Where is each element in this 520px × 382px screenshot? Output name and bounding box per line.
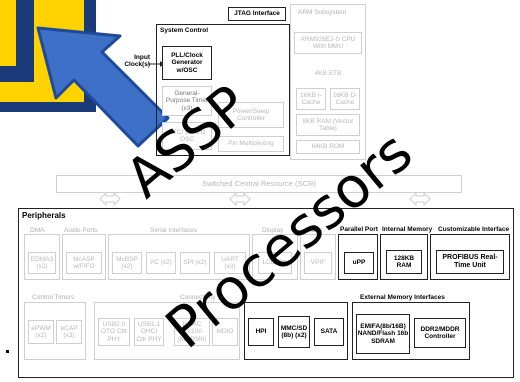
spi: SPI (x2) — [180, 252, 210, 274]
usb11-ohci: USB1.1 OHCI Ctlr PHY — [134, 318, 164, 346]
connectivity-group — [94, 302, 240, 360]
vpif: VPIF — [304, 252, 332, 274]
connectivity-label: Connectivity — [180, 294, 216, 301]
pin-multiplexing: Pin Multiplexing — [218, 136, 284, 152]
serial-group — [108, 234, 250, 280]
internal-memory-group — [380, 234, 428, 280]
customizable-group — [430, 234, 510, 280]
pll-clock-generator: PLL/Clock Generator w/OSC — [162, 46, 212, 80]
etb: 4KB ETB — [300, 66, 356, 82]
logo-navy-bar — [0, 66, 34, 82]
emac: EMAC 10/100 (MII/RMII) — [174, 318, 210, 346]
gp-timer: General-Purpose Timer (x3) — [162, 86, 212, 116]
display-label: Display — [262, 227, 284, 234]
upp: uPP — [344, 252, 374, 274]
external-memory-label: External Memory Interfaces — [360, 294, 445, 301]
parallel-port-label: Parallel Port — [340, 226, 378, 233]
mcbsp: McBSP (x2) — [112, 252, 142, 274]
icache: 16KB I-Cache — [296, 88, 326, 110]
hpi-mmc-sata-group — [244, 302, 348, 360]
display-group — [252, 234, 298, 280]
audio-ports-label: Audio Ports — [64, 227, 98, 234]
internal-memory-label: Internal Memory — [382, 226, 433, 233]
dcache: 16KB D-Cache — [330, 88, 360, 110]
uart: UART (x3) — [214, 252, 246, 274]
profibus: PROFIBUS Real-Time Unit — [436, 250, 504, 274]
i2c: I²C (x2) — [146, 252, 176, 274]
arm-subsystem-label: ARM Subsystem — [298, 9, 347, 16]
control-timers-group — [24, 302, 86, 360]
control-timers-label: Control Timers — [32, 294, 75, 301]
audio-group — [62, 234, 106, 280]
peripherals-label: Peripherals — [22, 211, 66, 220]
ddr2-controller: DDR2/MDDR Controller — [414, 318, 466, 348]
mdio: MDIO — [212, 318, 238, 346]
bus-connectors — [99, 192, 431, 206]
logo-navy-stripe — [16, 0, 34, 82]
arrow-icon — [36, 26, 170, 148]
usb20-otg: USB2.0 OTG Ctlr PHY — [98, 318, 130, 346]
jtag-interface: JTAG Interface — [228, 7, 286, 21]
parallel-group — [338, 234, 378, 280]
ram-128kb: 128KB RAM — [386, 250, 422, 274]
arm-subsystem-group — [290, 4, 366, 160]
dma-label: DMA — [30, 227, 45, 234]
serial-interfaces-label: Serial Interfaces — [150, 227, 197, 234]
customizable-interface-label: Customizable Interface — [438, 226, 510, 233]
external-memory-group — [352, 302, 470, 360]
rom: 64KB ROM — [296, 140, 360, 154]
switched-central-resource: Switched Central Resource (SCR) — [56, 175, 462, 193]
video-label: Video — [306, 227, 323, 234]
edma3: EDMA3 (x2) — [28, 252, 56, 274]
hpi: HPI — [248, 318, 274, 346]
arm-cpu: ARM926EJ-S CPU With MMU — [294, 32, 362, 54]
lcd-controller: LCD Ctlr — [258, 252, 292, 274]
input-clocks-label: Input Clock(s) — [124, 54, 150, 68]
mcasp: McASP w/FIFO — [66, 252, 102, 274]
emifa: EMIFA(8b/16B) NAND/Flash 16b SDRAM — [356, 314, 410, 354]
bullet-dot — [6, 350, 9, 353]
power-sleep-controller: Power/Sleep Controller — [218, 102, 284, 128]
system-control-label: System Control — [160, 27, 209, 34]
peripherals-group — [18, 208, 514, 378]
vector-ram: 8KB RAM (Vector Table) — [296, 114, 360, 136]
epwm: ePWM (x2) — [28, 320, 54, 344]
mmc-sd: MMC/SD (8b) (x2) — [278, 316, 310, 348]
system-control-group — [156, 24, 290, 156]
rtc-osc: RTC/ 32-kHz OSC — [162, 122, 212, 150]
sata: SATA — [314, 318, 344, 346]
dma-group — [24, 234, 60, 280]
ecap: eCAP (x3) — [56, 320, 82, 344]
video-group — [300, 234, 336, 280]
